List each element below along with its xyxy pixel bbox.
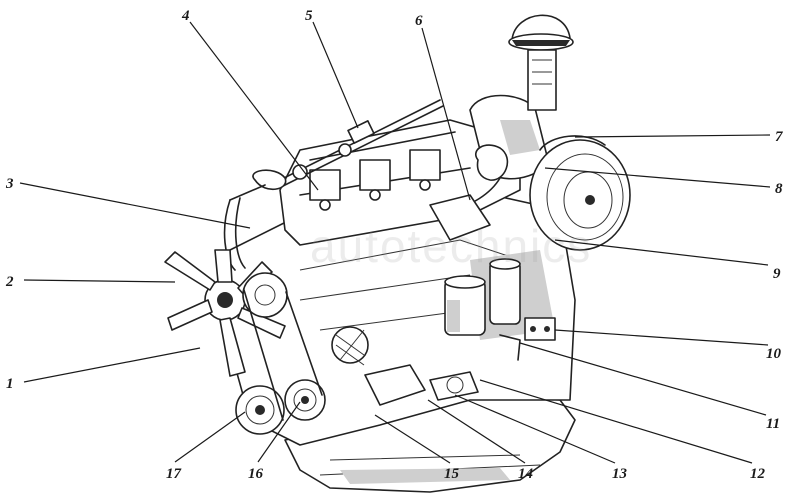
leader-3 — [19, 182, 251, 229]
leader-17 — [174, 411, 246, 463]
leader-15 — [374, 414, 451, 464]
leader-16 — [257, 401, 301, 463]
callout-8: 8 — [775, 181, 783, 197]
leader-9 — [554, 239, 769, 266]
leader-7 — [574, 134, 771, 138]
callout-6: 6 — [415, 13, 423, 29]
watermark-text: autotechnics — [310, 220, 592, 272]
callout-5: 5 — [305, 8, 313, 24]
leader-2 — [23, 279, 176, 283]
cooling-fan — [164, 249, 286, 377]
rear-bracket — [499, 317, 556, 361]
leader-6 — [421, 27, 471, 201]
leader-8 — [544, 167, 771, 188]
leader-lines — [19, 21, 771, 464]
callout-16: 16 — [248, 466, 264, 482]
callout-12: 12 — [750, 466, 766, 482]
leader-13 — [454, 394, 616, 464]
front-pulleys — [235, 272, 369, 435]
callout-7: 7 — [775, 129, 783, 145]
leader-10 — [554, 329, 769, 346]
air-intake-stack — [508, 14, 574, 111]
fuel-rail — [279, 99, 444, 187]
callout-3: 3 — [5, 176, 14, 192]
leader-1 — [23, 347, 201, 383]
leader-5 — [312, 21, 359, 129]
air-filter-drum — [529, 135, 631, 251]
leader-14 — [427, 399, 526, 464]
leader-11 — [519, 342, 767, 416]
callout-2: 2 — [5, 274, 14, 290]
callout-17: 17 — [166, 466, 182, 482]
fuel-filters — [444, 258, 521, 336]
callout-labels: 1 2 3 4 5 6 7 8 9 10 11 12 13 14 15 16 1… — [5, 8, 783, 482]
callout-14: 14 — [518, 466, 534, 482]
starter-motor — [364, 364, 479, 406]
callout-13: 13 — [612, 466, 628, 482]
leader-12 — [479, 379, 753, 464]
callout-9: 9 — [773, 266, 781, 282]
callout-1: 1 — [6, 376, 14, 392]
coolant-pipe — [223, 169, 287, 271]
callout-4: 4 — [181, 8, 190, 24]
turbocharger — [429, 94, 549, 241]
callout-15: 15 — [444, 466, 460, 482]
leader-4 — [189, 21, 319, 191]
callout-11: 11 — [766, 416, 780, 432]
callout-10: 10 — [766, 346, 782, 362]
